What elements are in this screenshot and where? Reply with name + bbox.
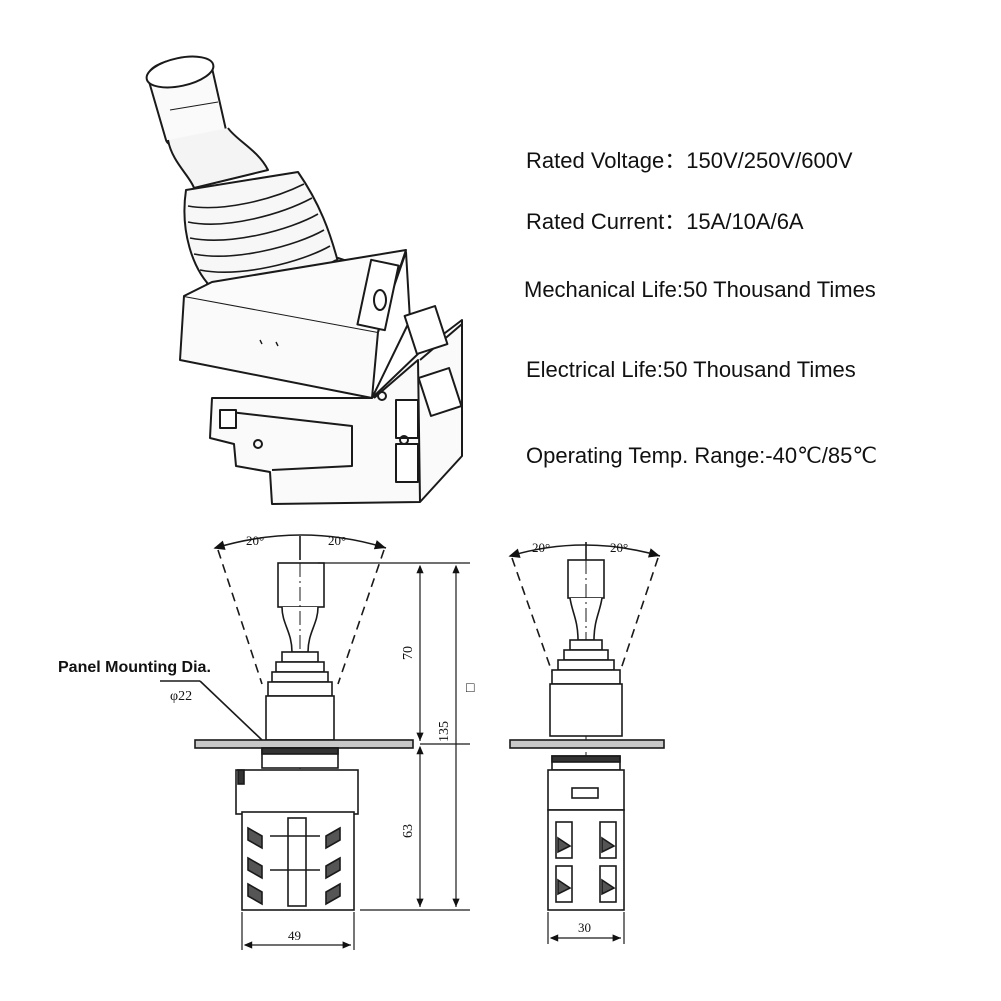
spec-label: Rated Voltage： [526, 148, 687, 173]
panel-dia-label: φ22 [170, 689, 192, 704]
swing-arc [213, 534, 387, 550]
handle-shaft [167, 127, 269, 189]
side-boot [551, 639, 621, 685]
front-dimensions [241, 562, 470, 950]
side-swing-arc [508, 544, 661, 558]
side-bezel [549, 683, 623, 737]
side-swing-line-right [619, 557, 659, 673]
spec-operating-temp: Operating Temp. Range:-40℃/85℃ [526, 443, 877, 469]
dim-total-label: 135 [437, 721, 452, 742]
front-handle [277, 562, 325, 780]
side-dimensions [547, 912, 625, 944]
spec-label: Mechanical Life: [524, 277, 683, 302]
contact-block [209, 305, 463, 505]
spec-label: Electrical Life: [526, 357, 663, 382]
front-panel-plate [194, 739, 414, 749]
spec-rated-current: Rated Current：15A/10A/6A [526, 204, 804, 236]
spec-rated-voltage: Rated Voltage：150V/250V/600V [526, 143, 853, 175]
front-angle-left-label: 20° [246, 533, 264, 548]
isometric-joystick-illustration [145, 55, 463, 505]
dim-side-width-label: 30 [578, 920, 591, 935]
spec-value: 15A/10A/6A [686, 209, 804, 234]
square-marker: □ [466, 681, 475, 696]
side-swing-line-left [511, 557, 553, 673]
dim-lower-label: 63 [401, 824, 416, 838]
swing-line-left [217, 549, 263, 685]
dim-upper-label: 70 [401, 646, 416, 660]
front-boot [267, 651, 333, 697]
spec-value: 50 Thousand Times [682, 277, 876, 302]
side-angle-right-label: 20° [610, 540, 628, 555]
front-bezel [265, 695, 335, 741]
spec-value: 150V/250V/600V [686, 148, 853, 173]
front-contact-body [235, 769, 359, 911]
spec-value: -40℃/85℃ [765, 443, 878, 468]
front-view-drawing [160, 534, 470, 950]
swing-line-right [337, 549, 385, 685]
spec-mechanical-life: Mechanical Life:50 Thousand Times [524, 277, 876, 303]
side-contact-body [547, 769, 625, 911]
side-view-drawing [508, 542, 665, 944]
panel-leader-line [199, 680, 263, 741]
spec-label: Rated Current： [526, 209, 687, 234]
front-angle-right-label: 20° [328, 533, 346, 548]
spec-electrical-life: Electrical Life:50 Thousand Times [526, 357, 856, 383]
side-panel-plate [509, 739, 665, 749]
panel-mounting-label: Panel Mounting Dia. [58, 659, 211, 676]
mounting-body [179, 249, 411, 399]
spec-value: 50 Thousand Times [662, 357, 856, 382]
dim-front-width-label: 49 [288, 928, 301, 943]
spec-label: Operating Temp. Range: [526, 443, 766, 468]
rubber-boot [183, 171, 339, 291]
side-angle-left-label: 20° [532, 540, 550, 555]
